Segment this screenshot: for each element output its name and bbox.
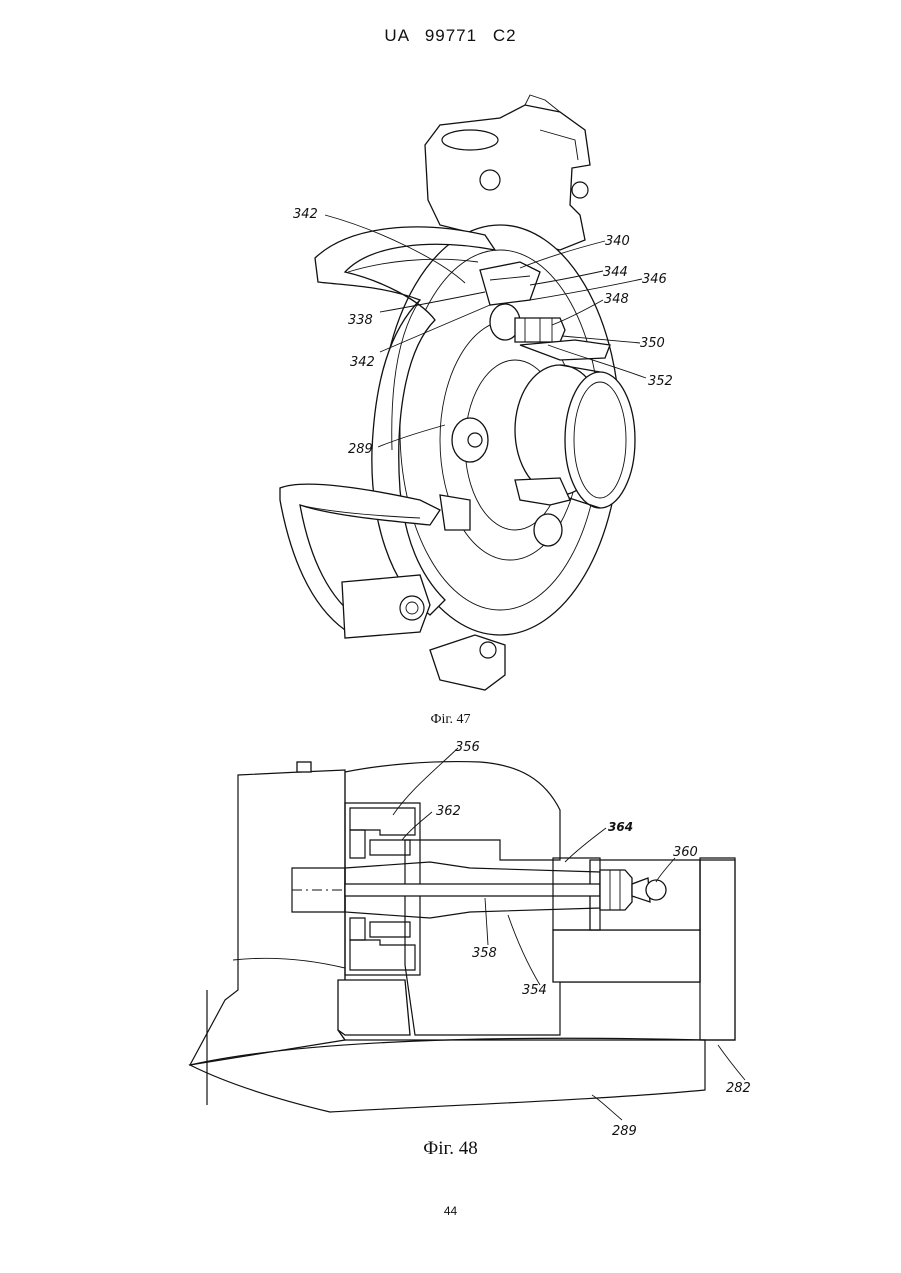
label-282: 282 — [726, 1081, 751, 1096]
label-350: 350 — [640, 336, 665, 351]
label-364: 364 — [608, 820, 633, 834]
label-342-top: 342 — [293, 207, 318, 222]
label-348: 348 — [604, 292, 629, 307]
label-352: 352 — [648, 374, 673, 389]
label-289-fig47: 289 — [348, 442, 373, 457]
label-358: 358 — [472, 946, 497, 961]
page-number: 44 — [0, 1204, 901, 1218]
label-342-bottom: 342 — [350, 355, 375, 370]
label-338: 338 — [348, 313, 373, 328]
label-354: 354 — [522, 983, 547, 998]
figure-48-caption: Фіг. 48 — [0, 1138, 901, 1160]
label-289-fig48: 289 — [612, 1124, 637, 1139]
label-344: 344 — [603, 265, 628, 280]
label-356: 356 — [455, 740, 480, 755]
label-346: 346 — [642, 272, 667, 287]
label-362: 362 — [436, 804, 461, 819]
figure-47-caption: Фіг. 47 — [0, 712, 901, 728]
label-360: 360 — [673, 845, 698, 860]
figure-48-drawing: 356 362 364 360 358 354 282 289 — [190, 740, 751, 1139]
figure-47-drawing: 342 340 344 346 338 348 342 350 352 289 — [280, 95, 673, 690]
label-340: 340 — [605, 234, 630, 249]
